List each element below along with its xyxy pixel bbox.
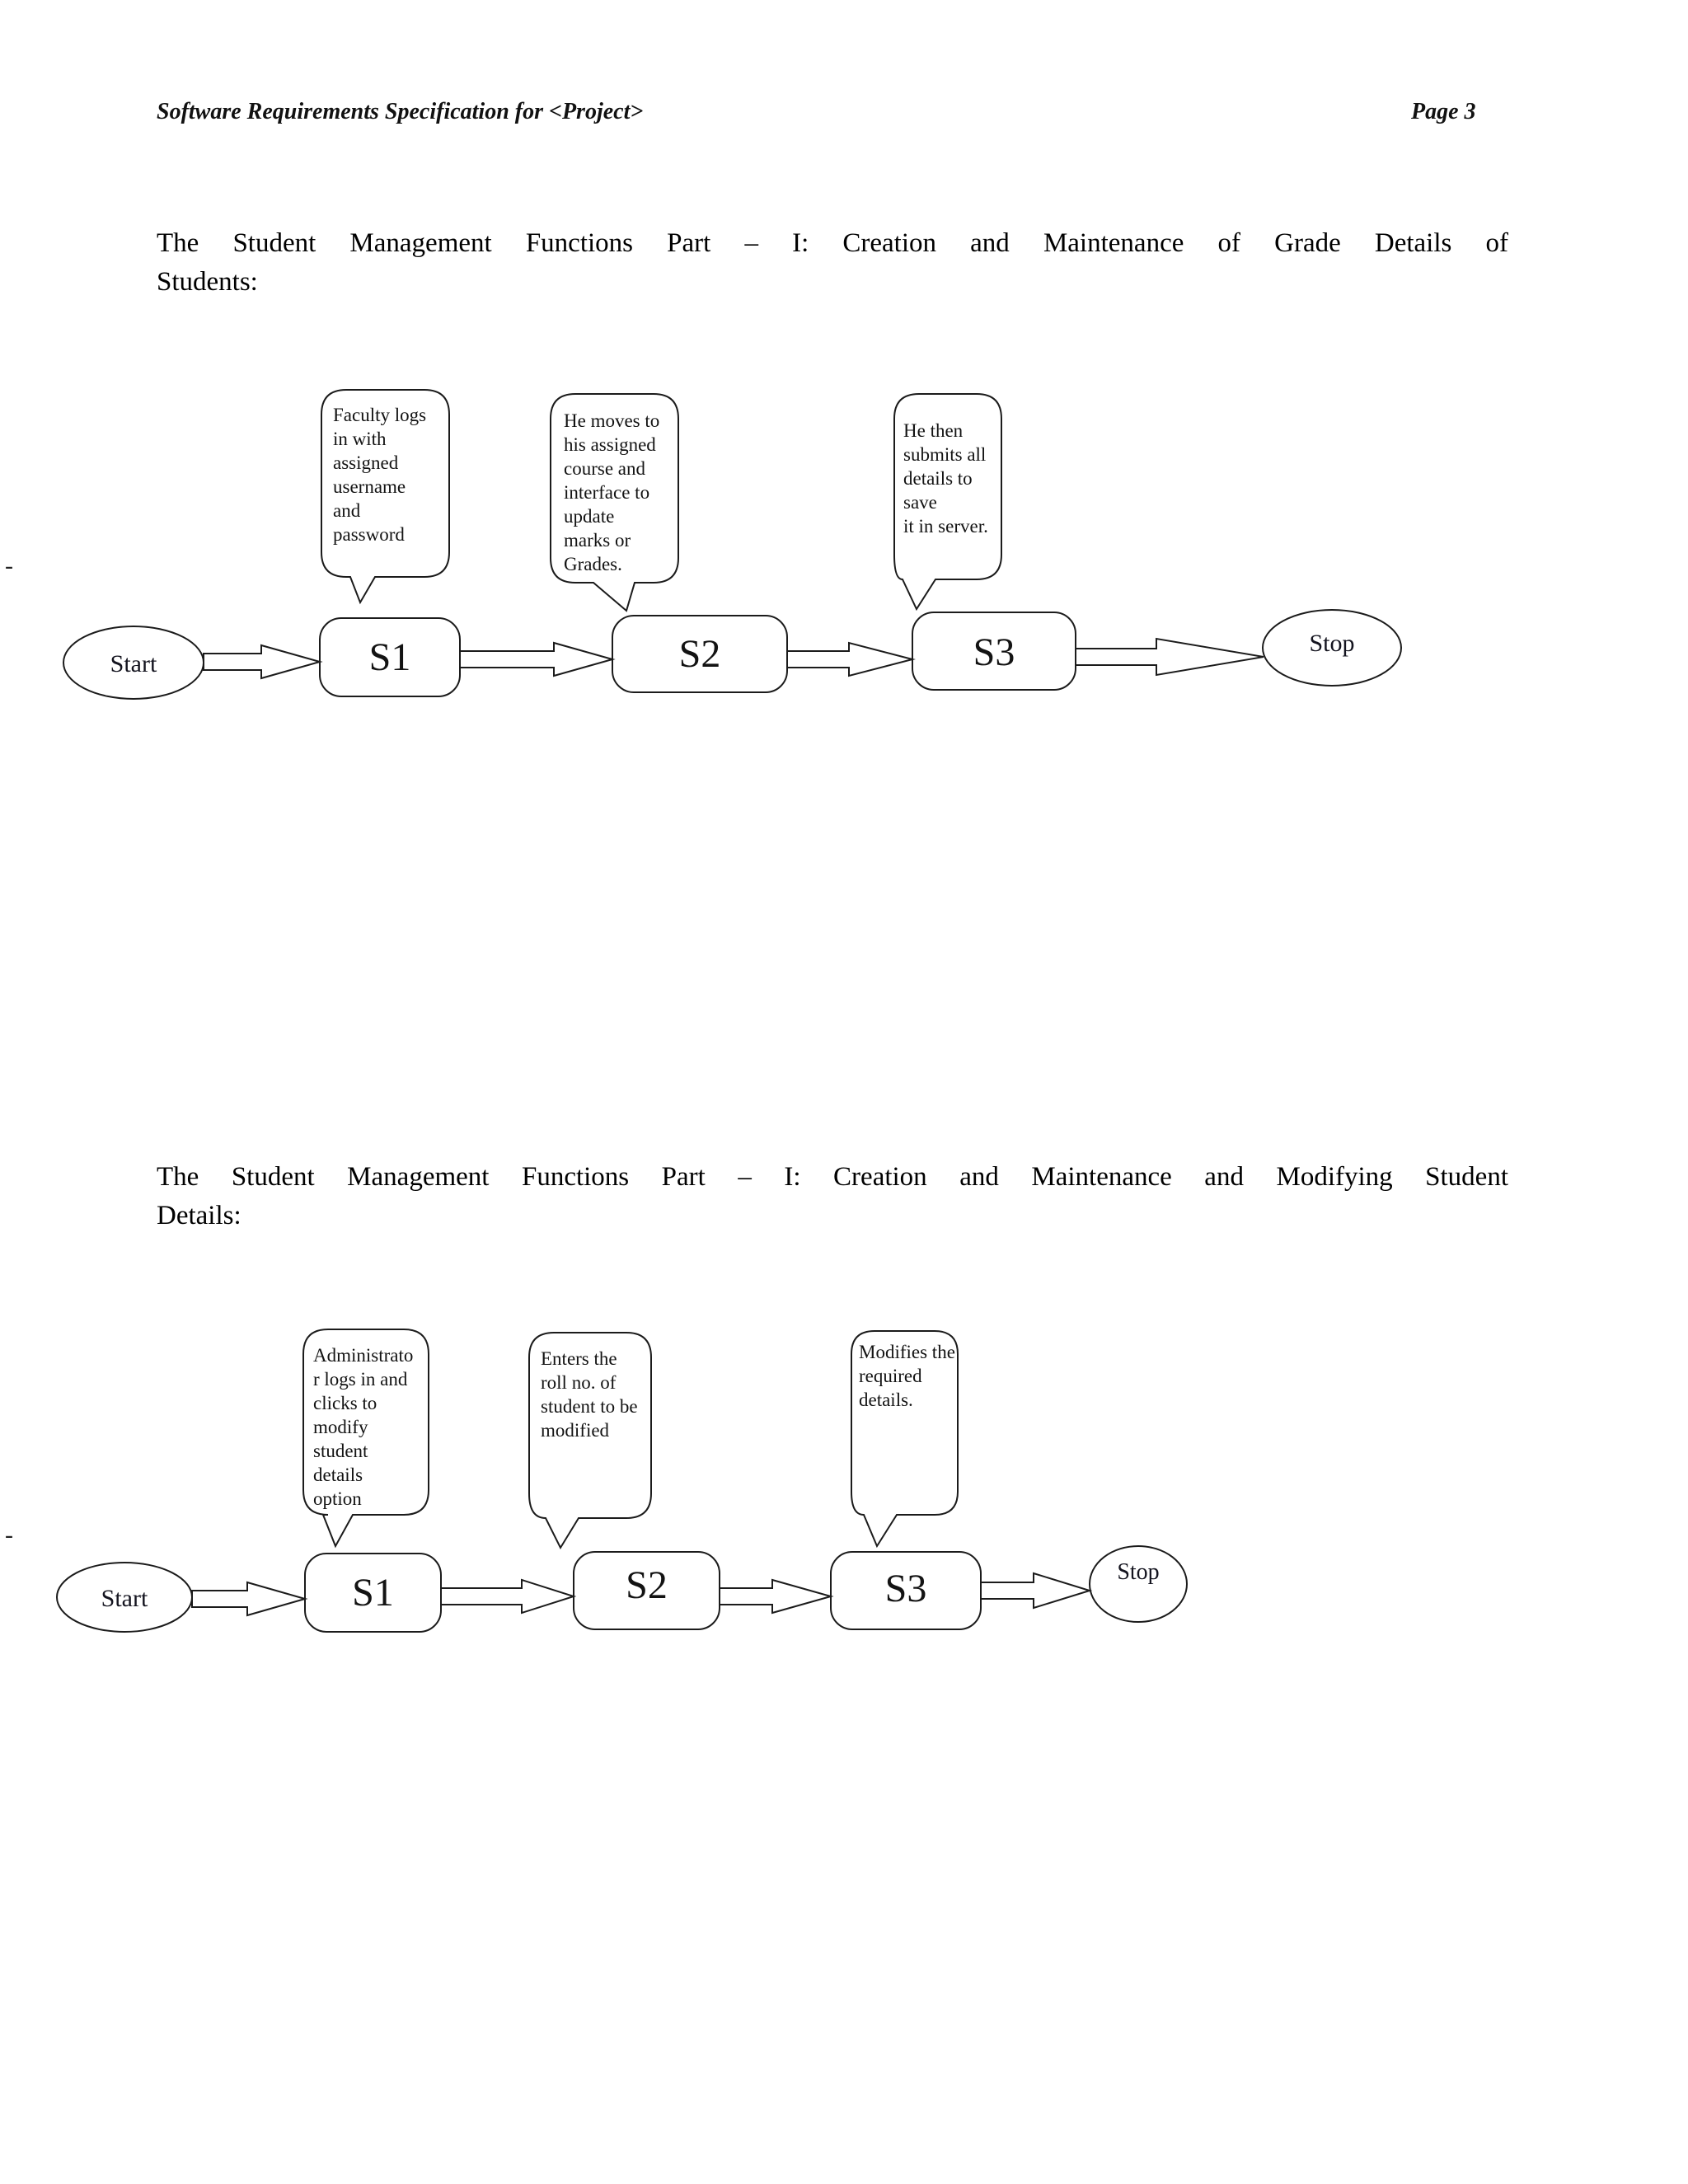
step-label-s3: S3 [973,630,1015,674]
heading-line: Students: [157,267,258,297]
arrow-start-s1 [204,645,320,678]
stop-label: Stop [1117,1559,1160,1585]
callout-bubble-s2 [551,394,678,611]
step-label-s1: S1 [368,635,411,679]
heading-line: The Student Management Functions Part – … [157,228,1508,258]
step-label-s2: S2 [678,632,721,676]
step-label-s2: S2 [626,1563,668,1607]
callout-bubble-s3 [851,1331,958,1546]
stop-ellipse [1263,610,1401,686]
margin-dash: - [5,1521,13,1549]
callout-text-s3: He then submits all details to save it i… [903,420,988,537]
stop-ellipse [1090,1546,1187,1622]
arrow-s1-s2 [441,1580,574,1613]
heading-line: Details: [157,1201,241,1230]
step-label-s3: S3 [884,1567,927,1610]
heading-line: The Student Management Functions Part – … [157,1162,1508,1192]
arrow-s3-stop [981,1573,1090,1608]
page-number: Page 3 [1411,99,1476,124]
arrow-s2-s3 [787,643,912,676]
arrow-s3-stop [1076,639,1264,675]
callout-bubble-s1 [321,390,449,602]
section-2-heading: The Student Management Functions Part – … [157,1158,1508,1235]
arrow-s1-s2 [460,643,612,676]
callout-bubble-s3 [894,394,1001,609]
callout-bubble-s2 [529,1333,651,1548]
callout-text-s2: Enters the roll no. of student to be mod… [541,1348,638,1441]
step-label-s1: S1 [352,1571,394,1615]
section-1-heading: The Student Management Functions Part – … [157,224,1508,302]
callout-text-s2: He moves to his assigned course and inte… [564,410,660,574]
arrow-s2-s3 [720,1580,831,1613]
callout-text-s1: Faculty logs in with assigned username a… [333,405,427,545]
start-label: Start [110,650,157,677]
callout-text-s1: Administrato r logs in and clicks to mod… [313,1345,414,1509]
start-label: Start [101,1585,148,1612]
callout-text-s3: Modifies the required details. [859,1342,955,1410]
margin-dash: - [5,552,13,579]
callout-bubble-s1 [303,1329,429,1546]
page-title: Software Requirements Specification for … [157,99,644,124]
stop-label: Stop [1309,630,1355,657]
arrow-start-s1 [192,1582,305,1615]
